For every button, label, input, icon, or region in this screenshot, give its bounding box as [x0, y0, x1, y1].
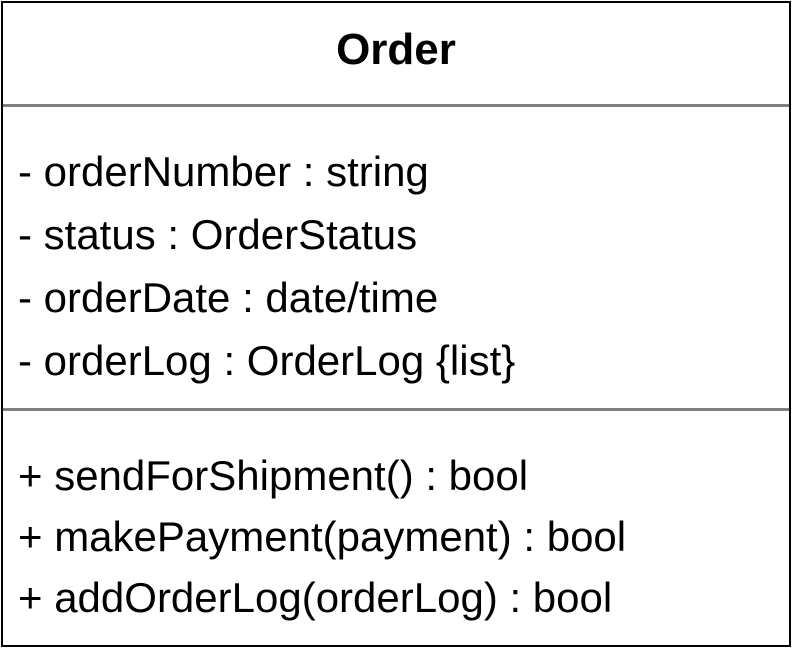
- operation-item: + addOrderLog(orderLog) : bool: [18, 574, 613, 621]
- operation-item: + sendForShipment() : bool: [18, 452, 529, 499]
- attribute-item: - orderNumber : string: [18, 148, 429, 195]
- header-divider: [3, 104, 789, 107]
- operations-section: + sendForShipment() : bool + makePayment…: [18, 445, 784, 628]
- class-header: Order: [3, 3, 789, 104]
- attribute-item: - status : OrderStatus: [18, 211, 418, 258]
- attribute-item: - orderLog : OrderLog {list}: [18, 337, 516, 384]
- class-name: Order: [336, 24, 456, 74]
- attributes-divider: [3, 408, 789, 411]
- operation-item: + makePayment(payment) : bool: [18, 513, 627, 560]
- attributes-section: - orderNumber : string - status : OrderS…: [18, 140, 784, 392]
- attribute-item: - orderDate : date/time: [18, 274, 439, 321]
